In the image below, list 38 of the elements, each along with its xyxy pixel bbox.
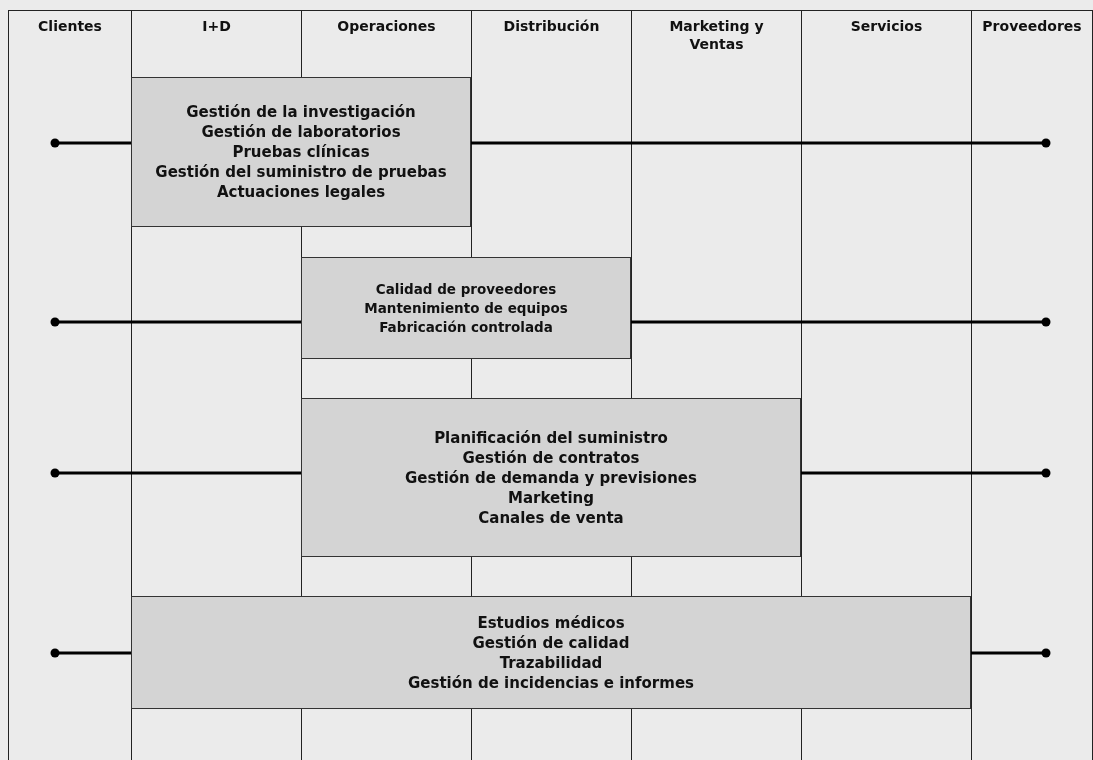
connector-line [50, 317, 301, 327]
lane-header: Operaciones [336, 17, 437, 35]
activity-text: Gestión de calidad [472, 632, 630, 653]
lane-header: Marketing y Ventas [668, 17, 765, 53]
activity-text: Gestión del suministro de pruebas [155, 162, 447, 182]
activity-text: Calidad de proveedores [375, 279, 557, 299]
activity-text: Canales de venta [478, 507, 624, 528]
activity-text: Gestión de contratos [462, 447, 640, 468]
process-box [131, 77, 471, 227]
activity-text: Pruebas clínicas [232, 142, 370, 162]
lane-header: Servicios [849, 17, 924, 35]
connector-line [50, 138, 131, 148]
connector-line [971, 648, 1051, 658]
lane-header: Proveedores [981, 17, 1083, 35]
lane-header: Distribución [502, 17, 601, 35]
process-box [301, 257, 631, 359]
connector-line [50, 468, 301, 478]
activity-text: Mantenimiento de equipos [364, 298, 568, 318]
lane-header: Clientes [37, 17, 103, 35]
activity-text: Gestión de incidencias e informes [408, 672, 694, 693]
connector-line [471, 138, 1051, 148]
lane-header: I+D [201, 17, 232, 35]
activity-text: Planificación del suministro [434, 427, 668, 448]
connector-line [631, 317, 1051, 327]
activity-text: Trazabilidad [499, 652, 603, 673]
connector-line [801, 468, 1051, 478]
activity-text: Gestión de demanda y previsiones [405, 467, 697, 488]
activity-text: Actuaciones legales [216, 182, 386, 202]
activity-text: Gestión de laboratorios [201, 122, 401, 142]
activity-text: Gestión de la investigación [186, 102, 416, 122]
connector-line [50, 648, 131, 658]
process-box [301, 398, 801, 557]
activity-text: Estudios médicos [477, 612, 625, 633]
process-box [131, 596, 971, 709]
swimlane [8, 10, 132, 78]
activity-text: Fabricación controlada [379, 317, 553, 337]
activity-text: Marketing [508, 487, 594, 508]
swimlane [971, 10, 1093, 78]
